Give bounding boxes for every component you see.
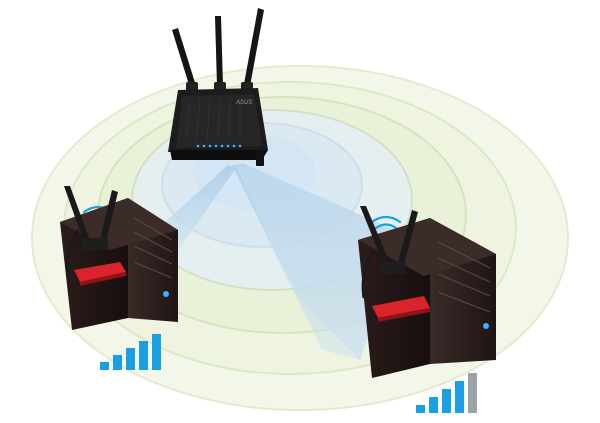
pcie-wifi-adapter-icon [360, 206, 430, 322]
wifi-router-icon: ASUS [168, 8, 268, 166]
signal-bar [416, 405, 425, 413]
signal-bar [126, 348, 135, 370]
signal-bar [468, 373, 477, 413]
router-antennas [172, 8, 264, 92]
signal-bar [152, 334, 161, 370]
right-desktop-tower [358, 206, 496, 378]
signal-strength-bars-left [100, 334, 161, 370]
signal-bar [100, 362, 109, 370]
signal-strength-bars-right [416, 373, 477, 413]
wifi-waves-icon [370, 215, 402, 230]
signal-bar [429, 397, 438, 413]
router-leds [196, 144, 242, 148]
signal-bar [113, 355, 122, 370]
signal-bar [455, 381, 464, 413]
pcie-wifi-adapter-icon [64, 186, 126, 286]
signal-bar [139, 341, 148, 370]
signal-bar [442, 389, 451, 413]
left-desktop-tower [60, 186, 178, 330]
router-brand-logo: ASUS [235, 100, 252, 106]
